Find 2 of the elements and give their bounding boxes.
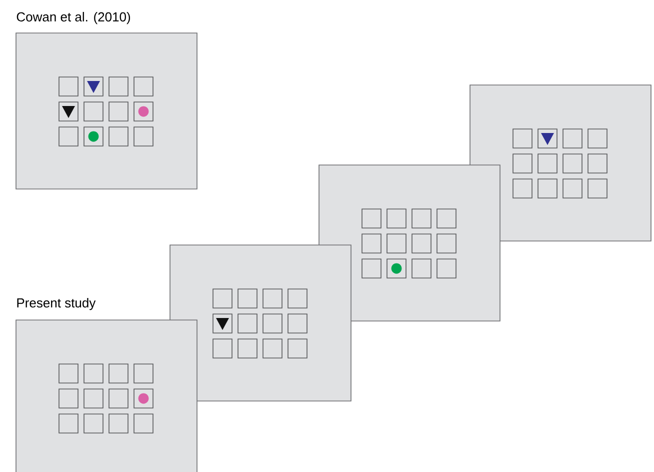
heading-label: Present study (17, 298, 96, 310)
heading-label: Cowan et al. (2010) (16, 12, 130, 24)
